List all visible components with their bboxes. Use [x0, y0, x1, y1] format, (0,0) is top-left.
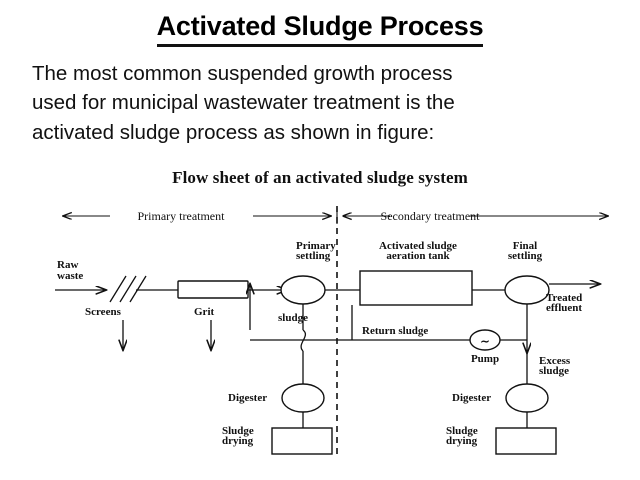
aeration-tank-label-line1: Activated sludge: [379, 240, 457, 252]
return-sludge-label: Return sludge: [362, 325, 428, 337]
final-settling-label-line1: Final: [513, 240, 537, 252]
digester-right-label: Digester: [452, 392, 491, 404]
digester-left-label: Digester: [228, 392, 267, 404]
treated-effluent-label-line1: Treated: [546, 292, 582, 304]
raw-waste-label-line2: waste: [57, 270, 83, 282]
sludge-drying-right-label-line2: drying: [446, 435, 478, 447]
sludge-drying-bed-right: [495, 427, 557, 455]
primary-settling-label-line1: Primary: [296, 240, 336, 252]
page-title: Activated Sludge Process: [0, 0, 640, 48]
pump-label: Pump: [471, 353, 499, 365]
primary-sludge-label: sludge: [278, 312, 308, 324]
raw-waste-label-line1: Raw: [57, 259, 78, 271]
sludge-drying-bed-left: [271, 427, 333, 455]
sludge-drying-left-label-line2: drying: [222, 435, 254, 447]
flow-diagram-svg: Primary treatment Secondary treatment Ra…: [55, 206, 640, 458]
zone-label-secondary: Secondary treatment: [381, 209, 481, 223]
slide-body: The most common suspended growth process…: [32, 59, 610, 146]
flow-diagram: Flow sheet of an activated sludge system…: [0, 168, 640, 480]
body-line-1: The most common suspended growth process: [32, 62, 453, 86]
primary-settling-label-line2: settling: [296, 250, 331, 262]
screens-icon: [109, 275, 147, 303]
figure-caption: Flow sheet of an activated sludge system: [172, 168, 468, 187]
aeration-tank: [359, 270, 473, 306]
digester-right: [505, 383, 549, 413]
treated-effluent-label-line2: effluent: [546, 302, 582, 314]
excess-sludge-label-line1: Excess: [539, 355, 571, 367]
final-settling-tank: [504, 275, 550, 305]
final-settling-label-line2: settling: [508, 250, 543, 262]
line-crossover-jog: [300, 329, 307, 352]
sludge-drying-left-label-line1: Sludge: [222, 425, 254, 437]
primary-settling-tank: [280, 275, 326, 305]
excess-sludge-label-line2: sludge: [539, 365, 569, 377]
body-line-3: activated sludge process as shown in fig…: [32, 120, 435, 144]
sludge-drying-right-label-line1: Sludge: [446, 425, 478, 437]
pump-wave-icon: ∼: [480, 336, 489, 348]
body-line-2: used for municipal wastewater treatment …: [32, 91, 455, 115]
page-title-text: Activated Sludge Process: [156, 11, 484, 41]
grit-label: Grit: [194, 306, 214, 318]
zone-label-primary: Primary treatment: [138, 209, 226, 223]
digester-left: [281, 383, 325, 413]
pump-symbol: [469, 329, 501, 351]
grit-chamber: [177, 280, 249, 299]
aeration-tank-label-line2: aeration tank: [386, 250, 450, 262]
screens-label: Screens: [85, 306, 122, 318]
